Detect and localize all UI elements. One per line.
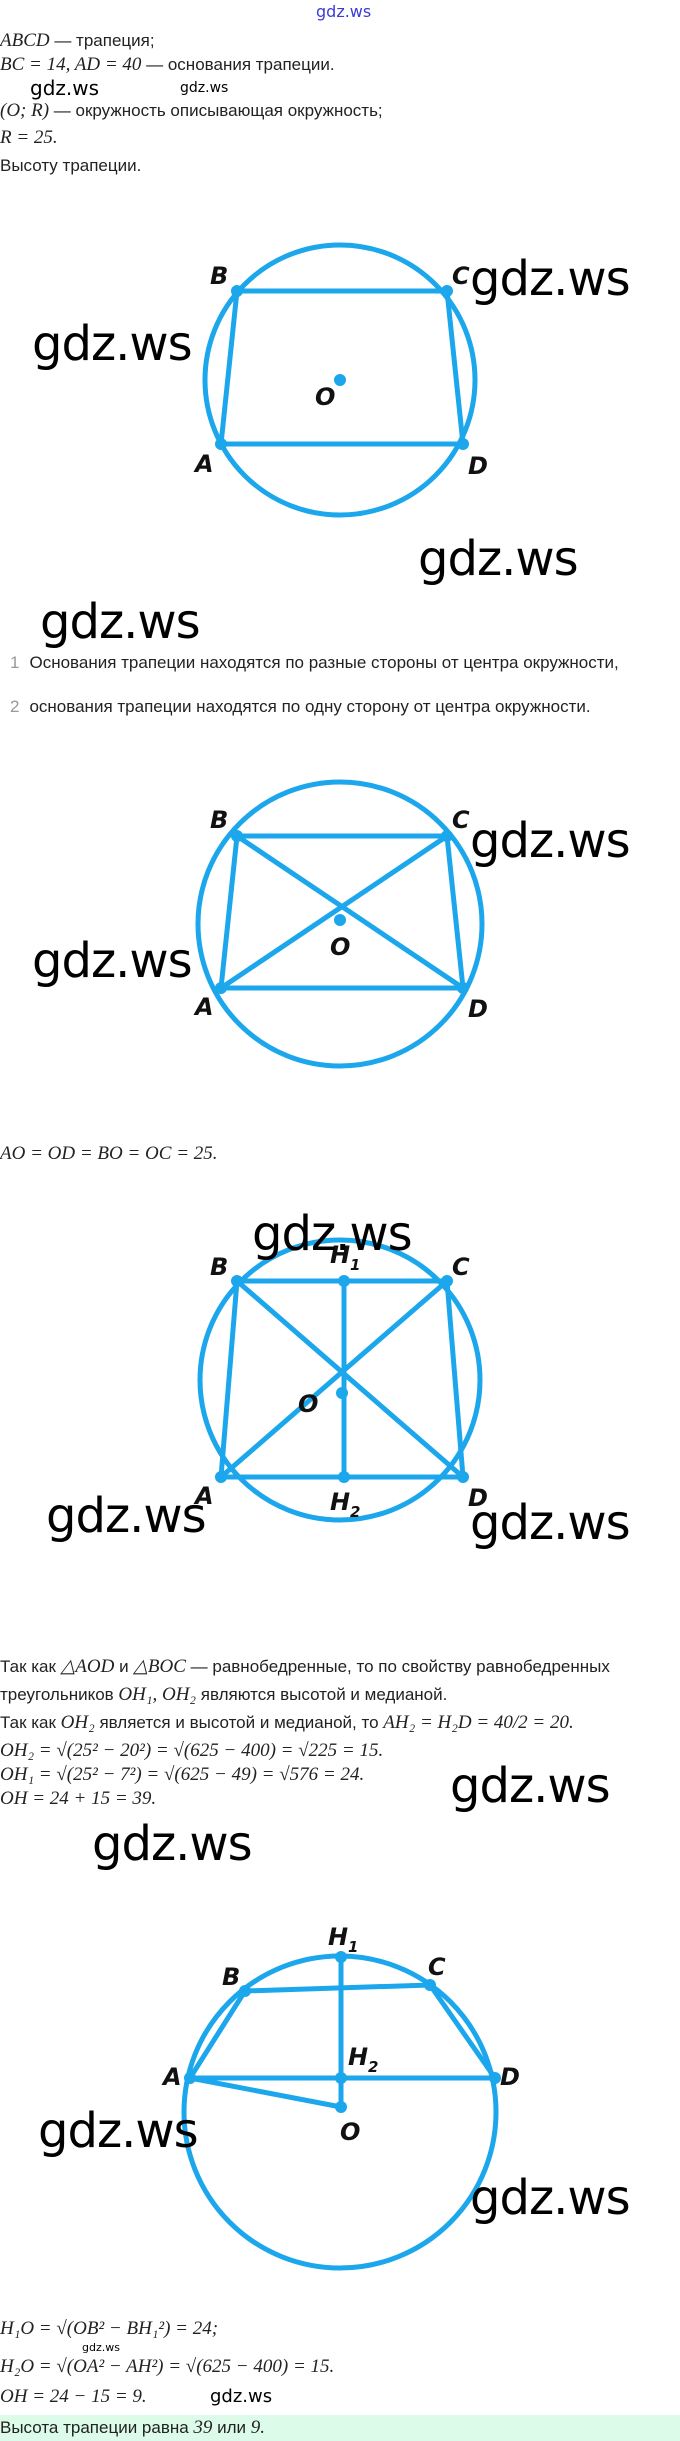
- watermark: gdz.ws: [40, 594, 201, 650]
- diagram-same-side: B H 1 C A H 2 D O: [161, 1923, 520, 2271]
- label-d: D: [468, 995, 488, 1023]
- label-h2: H: [348, 2043, 368, 2071]
- radii-equation: AO = OD = BO = OC = 25.: [0, 1143, 218, 1164]
- solution2-line-2: H₂O = √(OA² − AH²) = √(625 − 400) = 15.: [0, 2356, 335, 2377]
- diagram-trapezoid: B C A D O: [193, 242, 488, 518]
- watermark: gdz.ws: [418, 531, 579, 587]
- text: — окружность описывающая окружность;: [49, 101, 383, 120]
- label-o: O: [340, 2118, 360, 2146]
- label-h1-sub: 1: [350, 1256, 360, 1274]
- label-c: C: [452, 262, 470, 290]
- given-line-4: R = 25.: [0, 127, 58, 149]
- text: Так как: [0, 1713, 61, 1732]
- label-c: C: [452, 806, 470, 834]
- text: Высота трапеции равна: [0, 2418, 194, 2437]
- circumcircle: [202, 242, 478, 518]
- solution1-line-5: OH₁ = √(25² − 7²) = √(625 − 49) = √576 =…: [0, 1764, 365, 1785]
- given-line-1: ABCD — трапеция;: [0, 30, 155, 52]
- label-o: O: [330, 933, 350, 961]
- label-h2: H: [330, 1488, 350, 1516]
- trapezoid: [218, 288, 466, 447]
- math: 9.: [250, 2417, 266, 2438]
- text: треугольников: [0, 1685, 119, 1704]
- diagram-heights: B H 1 C O A H 2 D: [193, 1237, 488, 1523]
- solution2-line-3: OH = 24 − 15 = 9.: [0, 2386, 147, 2407]
- top-watermark: gdz.ws: [316, 2, 372, 21]
- watermark: gdz.ws: [450, 1758, 611, 1814]
- label-a: A: [193, 1482, 214, 1510]
- label-a: A: [193, 450, 214, 478]
- text: является и высотой и медианой, то: [94, 1713, 384, 1732]
- case-item-2: 2 основания трапеции находятся по одну ст…: [10, 696, 591, 718]
- text: и: [114, 1657, 134, 1676]
- diagram-diagonals: B C A D O: [193, 779, 488, 1069]
- given-line-2: BC = 14, AD = 40 — основания трапеции.: [0, 54, 335, 76]
- text: — равнобедренные, то по свойству равнобе…: [185, 1657, 610, 1676]
- solution2-line-1: H₁O = √(OB² − BH₁²) = 24;: [0, 2318, 219, 2339]
- label-a: A: [193, 993, 214, 1021]
- label-b: B: [210, 1253, 228, 1281]
- watermark: gdz.ws: [32, 933, 193, 989]
- math: 39: [193, 2417, 213, 2438]
- math: OH₁, OH₂: [118, 1684, 197, 1705]
- watermark: gdz.ws: [252, 1206, 413, 1262]
- answer-box: Высота трапеции равна 39 или 9.: [0, 2415, 680, 2441]
- watermark: gdz.ws: [32, 316, 193, 372]
- watermark: gdz.ws: [470, 2170, 631, 2226]
- text: — трапеция;: [49, 31, 155, 50]
- watermark: gdz.ws: [470, 251, 631, 307]
- case-number: 1: [10, 653, 20, 672]
- solution1-line-3: Так как OH₂ является и высотой и медиано…: [0, 1712, 574, 1734]
- find-line: Высоту трапеции.: [0, 156, 142, 175]
- solution1-line-2: треугольников OH₁, OH₂ являются высотой …: [0, 1684, 447, 1706]
- label-b: B: [222, 1963, 240, 1991]
- case-item-1: 1 Основания трапеции находятся по разные …: [10, 652, 619, 674]
- solution1-line-4: OH₂ = √(25² − 20²) = √(625 − 400) = √225…: [0, 1740, 384, 1761]
- text: Так как: [0, 1657, 61, 1676]
- label-h1: H: [328, 1923, 348, 1951]
- label-h1-sub: 1: [348, 1938, 358, 1956]
- math: AH₂ = H₂D = 40/2 = 20.: [383, 1712, 574, 1733]
- label-a: A: [161, 2063, 182, 2091]
- watermark: gdz.ws: [470, 813, 631, 869]
- math: OH₂: [60, 1712, 95, 1733]
- label-b: B: [210, 806, 228, 834]
- label-h1: H: [330, 1241, 350, 1269]
- math: △AOD: [60, 1656, 115, 1677]
- label-o: O: [298, 1390, 318, 1418]
- case-text: основания трапеции находятся по одну сто…: [29, 697, 591, 716]
- watermark: gdz.ws: [46, 1488, 207, 1544]
- math: R = 25.: [0, 127, 58, 148]
- center-point: [334, 374, 346, 386]
- label-c: C: [428, 1953, 446, 1981]
- text: являются высотой и медианой.: [196, 1685, 448, 1704]
- text: — основания трапеции.: [141, 55, 335, 74]
- label-d: D: [468, 452, 488, 480]
- label-b: B: [210, 262, 228, 290]
- watermark: gdz.ws: [38, 2103, 199, 2159]
- watermark: gdz.ws: [82, 2341, 120, 2354]
- solution1-line-1: Так как △AOD и △BOC — равнобедренные, то…: [0, 1656, 610, 1678]
- math: △BOC: [133, 1656, 186, 1677]
- label-d: D: [468, 1484, 488, 1512]
- case-text: Основания трапеции находятся по разные с…: [29, 653, 619, 672]
- watermark: gdz.ws: [92, 1816, 253, 1872]
- label-d: D: [500, 2063, 520, 2091]
- label-o: O: [315, 383, 335, 411]
- label-c: C: [452, 1253, 470, 1281]
- watermark: gdz.ws: [180, 80, 229, 96]
- math: ABCD: [0, 30, 50, 51]
- label-h2-sub: 2: [350, 1503, 360, 1521]
- case-number: 2: [10, 697, 20, 716]
- watermark: gdz.ws: [210, 2386, 273, 2407]
- math: BC = 14, AD = 40: [0, 54, 142, 75]
- solution1-line-6: OH = 24 + 15 = 39.: [0, 1788, 157, 1809]
- watermark: gdz.ws: [470, 1495, 631, 1551]
- math: (O; R): [0, 100, 50, 121]
- watermark: gdz.ws: [30, 76, 100, 100]
- label-h2-sub: 2: [368, 2058, 378, 2076]
- text: или: [212, 2418, 251, 2437]
- given-line-3: (O; R) — окружность описывающая окружнос…: [0, 100, 383, 122]
